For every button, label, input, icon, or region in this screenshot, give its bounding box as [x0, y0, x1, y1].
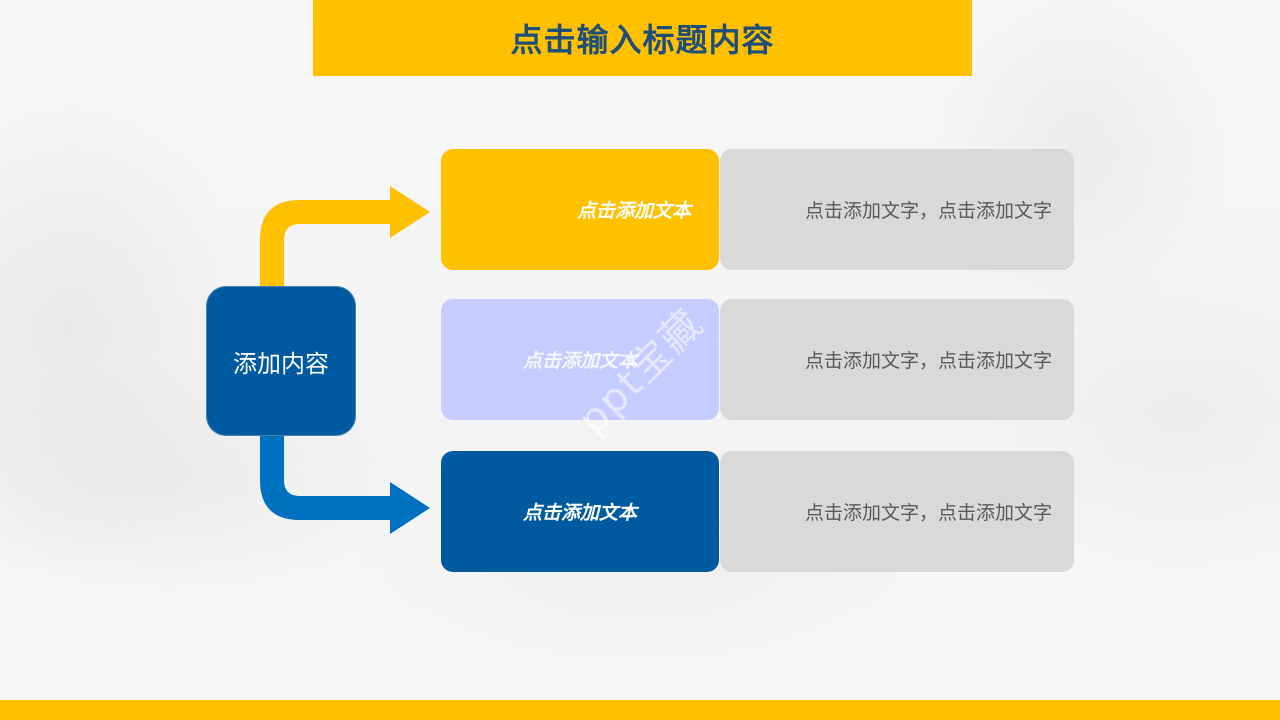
branch-2-label: 点击添加文本	[522, 350, 637, 372]
branch-1-label: 点击添加文本	[576, 200, 691, 222]
center-node[interactable]: 添加内容	[206, 286, 356, 436]
page-title[interactable]: 点击输入标题内容	[510, 21, 775, 59]
branch-3-label-box[interactable]: 点击添加文本	[441, 451, 719, 572]
branch-2-label-box[interactable]: 点击添加文本	[441, 299, 719, 420]
branch-3-description: 点击添加文字，点击添加文字	[804, 502, 1052, 524]
branch-1-description-box[interactable]: 点击添加文字，点击添加文字	[720, 149, 1074, 270]
branch-3-description-box[interactable]: 点击添加文字，点击添加文字	[720, 451, 1074, 572]
bottom-accent-bar	[0, 700, 1280, 720]
title-bar: 点击输入标题内容	[313, 0, 972, 76]
branch-2-description: 点击添加文字，点击添加文字	[804, 350, 1052, 372]
branch-1-description: 点击添加文字，点击添加文字	[804, 200, 1052, 222]
branch-2-description-box[interactable]: 点击添加文字，点击添加文字	[720, 299, 1074, 420]
branch-1-label-box[interactable]: 点击添加文本	[441, 149, 719, 270]
center-node-label: 添加内容	[233, 349, 329, 378]
branch-3-label: 点击添加文本	[522, 502, 637, 524]
